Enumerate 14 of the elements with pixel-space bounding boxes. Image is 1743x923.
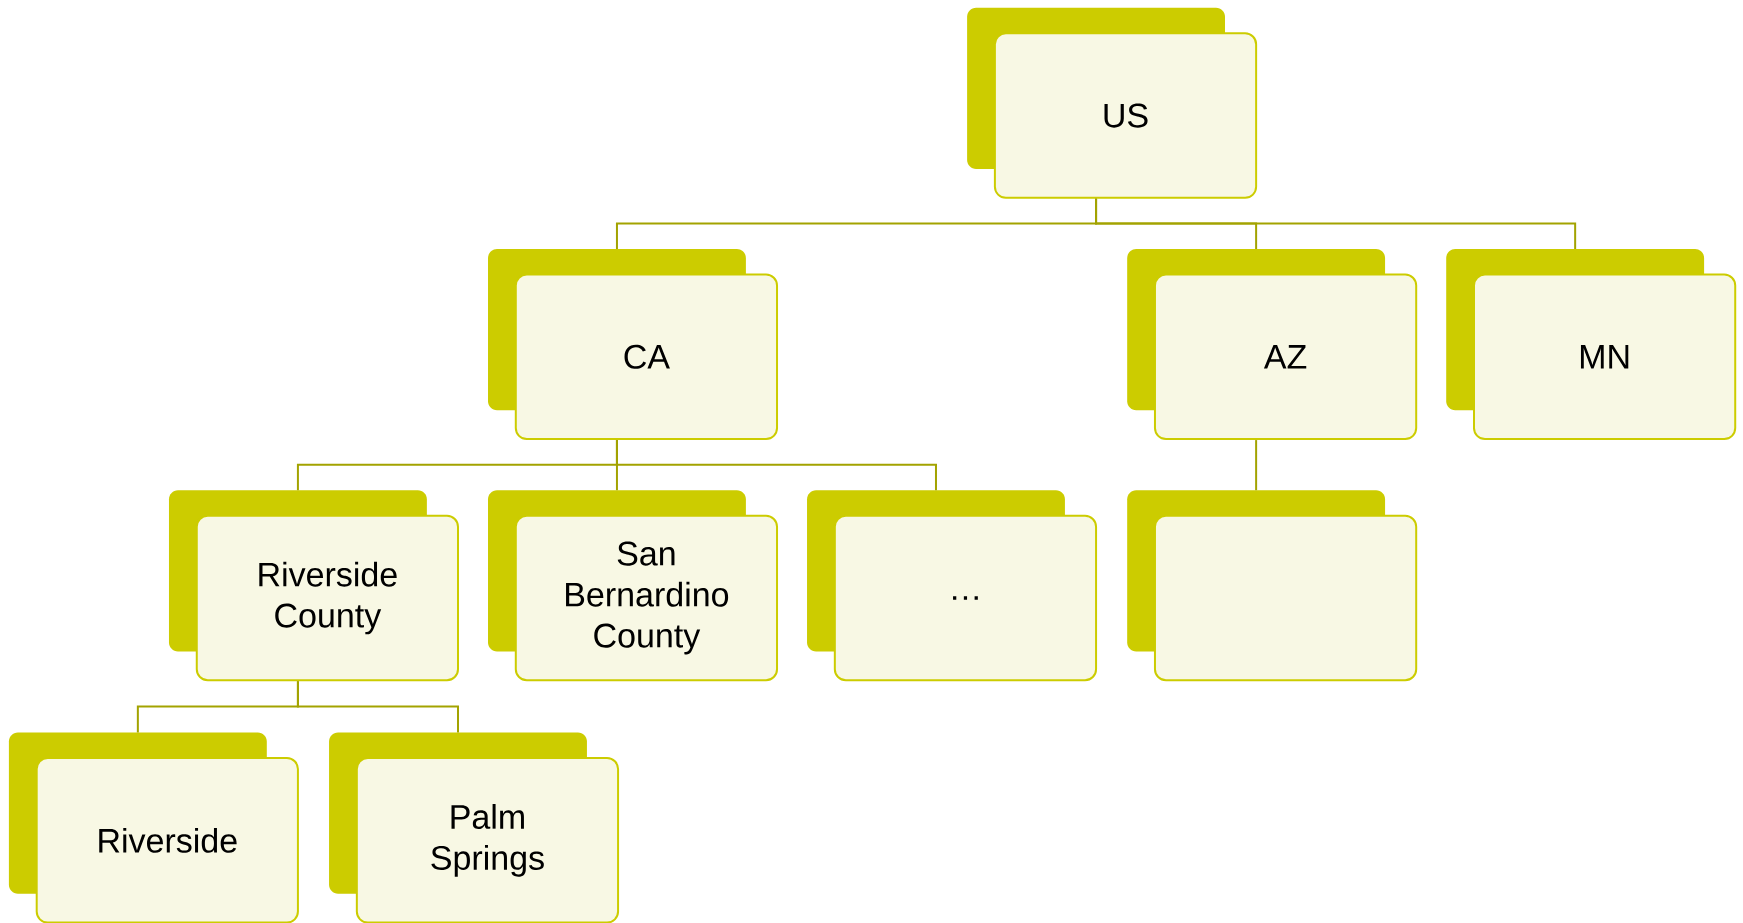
connector — [1255, 439, 1258, 492]
org-box: CA — [488, 249, 778, 441]
org-box: AZ — [1127, 249, 1418, 441]
empty-box — [1127, 490, 1418, 682]
org-box: Riverside County — [168, 490, 459, 682]
org-box: MN — [1446, 249, 1737, 441]
connector — [615, 439, 937, 492]
connector — [1095, 197, 1577, 250]
org-box: Riverside — [8, 732, 299, 923]
org-box: Palm Springs — [329, 732, 620, 923]
connector — [296, 680, 459, 734]
org-box: … — [807, 490, 1098, 682]
org-box: San Bernardino County — [488, 490, 778, 682]
org-box: US — [967, 7, 1258, 199]
